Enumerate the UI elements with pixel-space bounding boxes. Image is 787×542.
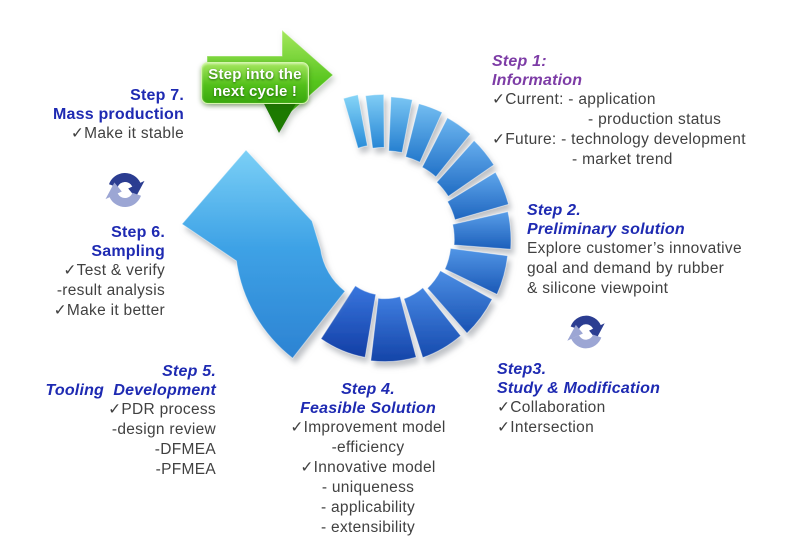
recycle-icon [105,172,145,208]
step-line: Explore customer’s innovative [527,240,742,257]
spiral-wedges [320,93,512,363]
step-5-subtitle: Tooling Development [45,382,216,399]
step-line: ✓Current: - application [492,91,656,108]
step-line: -result analysis [56,282,165,299]
spiral-wedge [364,93,385,149]
step-line: - extensibility [320,519,416,536]
spiral-wedge [446,171,510,221]
next-cycle-banner: Step into the next cycle ! [201,62,309,104]
step-7-subtitle: Mass production [52,106,184,123]
step-1-subtitle: Information [492,72,583,89]
spiral-wedge [403,287,462,359]
step-line: goal and demand by rubber [527,260,725,277]
step-4-block: Step 4. Feasible Solution ✓Improvement m… [256,380,480,538]
step-line: ✓Make it stable [70,125,184,142]
cycle-arrow [181,149,346,359]
step-2-block: Step 2. Preliminary solution Explore cus… [527,201,777,299]
step-7-title: Step 7. [130,87,184,104]
step-5-block: Step 5. Tooling Development ✓PDR process… [28,362,216,480]
step-line: ✓Intersection [497,419,595,436]
step-line: & silicone viewpoint [527,280,669,297]
banner-line-2: next cycle ! [212,83,298,100]
spiral-wedge [436,139,495,198]
spiral-wedge [370,295,417,363]
step-line: - production status [588,111,722,128]
step-6-block: Step 6. Sampling ✓Test & verify -result … [25,223,165,321]
spiral-wedge [405,103,443,163]
step-2-title: Step 2. [527,202,581,219]
step-line: ✓Improvement model [290,419,446,436]
step-7-block: Step 7. Mass production ✓Make it stable [39,86,184,144]
step-line: - uniqueness [321,479,415,496]
step-line: -PFMEA [155,461,216,478]
spiral-wedge [444,247,509,296]
step-2-subtitle: Preliminary solution [527,221,685,238]
spiral-wedge [421,117,472,178]
step-line: -DFMEA [154,441,216,458]
step-line: ✓Test & verify [63,262,165,279]
step-3-title: Step3. [497,361,547,378]
step-1-block: Step 1: Information ✓Current: - applicat… [492,52,787,170]
step-line: ✓Make it better [53,302,165,319]
spiral-wedge [426,270,493,334]
spiral-wedge [342,94,368,149]
step-line: -design review [111,421,216,438]
spiral-wedge [452,211,512,250]
step-line: ✓PDR process [108,401,216,418]
step-line: ✓Collaboration [497,399,606,416]
step-4-subtitle: Feasible Solution [300,400,436,417]
step-6-subtitle: Sampling [91,243,165,260]
spiral-wedge [320,285,377,358]
step-line: ✓Innovative model [300,459,436,476]
step-line: ✓Future: - technology development [492,131,746,148]
banner-line-1: Step into the [208,66,302,83]
step-line: - market trend [572,151,673,168]
step-3-subtitle: Study & Modification [497,380,661,397]
step-6-title: Step 6. [111,224,165,241]
spiral-wedge [388,96,413,154]
step-3-block: Step3. Study & Modification ✓Collaborati… [497,360,727,438]
step-line: -efficiency [331,439,405,456]
step-5-title: Step 5. [162,363,216,380]
step-line: - applicability [320,499,416,516]
recycle-icon [567,315,605,349]
step-4-title: Step 4. [341,381,395,398]
step-1-title: Step 1: [492,53,547,70]
green-arrow-fold [262,100,298,133]
